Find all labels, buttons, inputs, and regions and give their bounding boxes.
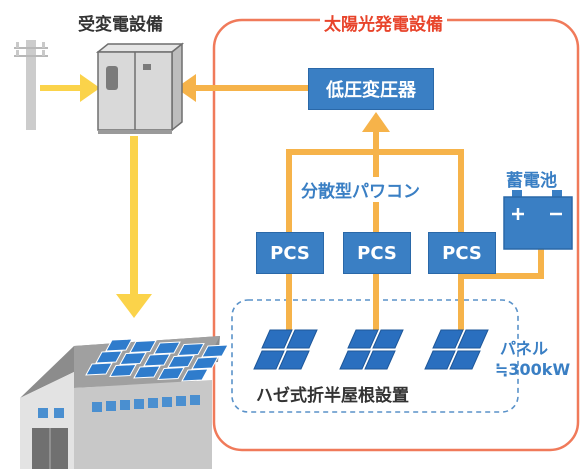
pcs-box-1: PCS bbox=[256, 232, 324, 274]
panel-label: パネル bbox=[500, 339, 549, 358]
pcs-label-3: PCS bbox=[442, 242, 482, 264]
solar-module bbox=[253, 350, 285, 370]
solar-panel-icon bbox=[424, 329, 489, 370]
solar-module bbox=[261, 329, 293, 349]
grid-arrows bbox=[40, 74, 152, 318]
roof-solar-module bbox=[157, 366, 185, 381]
solar-module bbox=[424, 350, 456, 370]
solar-module bbox=[372, 329, 404, 349]
arrowhead-cubicle-to-factory bbox=[116, 294, 152, 318]
roof-solar-module bbox=[133, 365, 161, 379]
cubicle-icon bbox=[95, 42, 185, 134]
pcs-box-2: PCS bbox=[343, 232, 411, 274]
pcs-box-3: PCS bbox=[428, 232, 496, 274]
roof-solar-panels bbox=[85, 338, 229, 382]
roof-solar-module bbox=[167, 354, 195, 369]
roof-solar-module bbox=[109, 363, 137, 378]
solar-module bbox=[457, 329, 489, 349]
distributed-pcs-label: 分散型パワコン bbox=[299, 177, 422, 202]
roof-solar-module bbox=[143, 353, 171, 367]
roof-solar-module bbox=[191, 356, 219, 370]
roof-solar-module bbox=[181, 368, 209, 382]
pcs-label-2: PCS bbox=[357, 242, 397, 264]
battery-icon bbox=[503, 190, 573, 250]
solar-module bbox=[339, 350, 371, 370]
roof-solar-module bbox=[177, 342, 205, 357]
panel-capacity-label: ≒300kW bbox=[495, 360, 571, 379]
solar-facility-title: 太陽光発電設備 bbox=[320, 10, 447, 35]
transformer-label: 低圧変圧器 bbox=[326, 80, 416, 101]
solar-module bbox=[449, 350, 481, 370]
wire-battery bbox=[461, 248, 544, 279]
low-voltage-transformer-box: 低圧変圧器 bbox=[308, 68, 434, 110]
roof-solar-module bbox=[119, 351, 147, 366]
battery-label: 蓄電池 bbox=[506, 171, 557, 191]
pcs-label-1: PCS bbox=[270, 242, 310, 264]
roof-solar-module bbox=[105, 338, 133, 352]
arrowhead-pole-to-cubicle bbox=[80, 74, 100, 102]
roof-solar-module bbox=[95, 350, 123, 364]
dc-wiring bbox=[190, 85, 544, 330]
arrowhead-to-transformer bbox=[362, 112, 390, 132]
roof-install-label: ハゼ式折半屋根設置 bbox=[256, 386, 409, 406]
solar-panel-array bbox=[253, 329, 489, 370]
solar-panel-icon bbox=[253, 329, 318, 370]
solar-module bbox=[278, 350, 310, 370]
solar-module bbox=[432, 329, 464, 349]
solar-module bbox=[286, 329, 318, 349]
arrowhead-to-cubicle bbox=[176, 74, 196, 102]
utility-pole-icon bbox=[14, 40, 48, 130]
solar-panel-icon bbox=[339, 329, 404, 370]
roof-solar-module bbox=[153, 341, 181, 355]
solar-module bbox=[364, 350, 396, 370]
receiving-equipment-label: 受変電設備 bbox=[78, 15, 163, 35]
roof-solar-module bbox=[201, 344, 229, 358]
solar-module bbox=[347, 329, 379, 349]
roof-solar-module bbox=[85, 362, 113, 376]
roof-solar-module bbox=[129, 339, 157, 354]
